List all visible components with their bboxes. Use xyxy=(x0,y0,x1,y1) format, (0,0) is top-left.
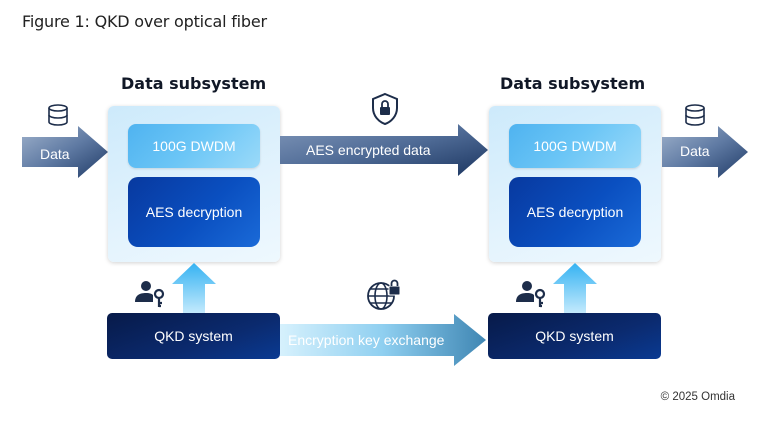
left-key-up-arrow xyxy=(172,263,216,315)
right-dwdm-label: 100G DWDM xyxy=(533,138,617,154)
key-exchange-label: Encryption key exchange xyxy=(288,332,445,348)
aes-encrypted-data-label: AES encrypted data xyxy=(306,142,431,158)
right-subsystem-title: Data subsystem xyxy=(500,74,646,93)
right-qkd-label: QKD system xyxy=(535,328,614,344)
figure-title: Figure 1: QKD over optical fiber xyxy=(22,12,267,31)
right-qkd-system: QKD system xyxy=(488,313,661,359)
left-qkd-system: QKD system xyxy=(107,313,280,359)
database-icon xyxy=(685,104,705,126)
left-user-key-icon xyxy=(135,281,165,308)
right-dwdm-box: 100G DWDM xyxy=(509,124,641,168)
database-icon xyxy=(48,104,68,126)
left-dwdm-label: 100G DWDM xyxy=(152,138,236,154)
left-aes-decryption-box: AES decryption xyxy=(128,177,260,247)
left-aes-label: AES decryption xyxy=(145,204,243,220)
key-exchange-arrow xyxy=(280,314,486,366)
data-in-label: Data xyxy=(40,146,70,162)
right-key-up-arrow xyxy=(553,263,597,315)
left-subsystem-title: Data subsystem xyxy=(121,74,267,93)
data-out-label: Data xyxy=(680,143,710,159)
right-aes-label: AES decryption xyxy=(526,204,624,220)
shield-lock-icon xyxy=(372,92,398,126)
aes-encrypted-data-arrow xyxy=(280,124,488,176)
copyright-notice: © 2025 Omdia xyxy=(660,391,735,403)
data-out-arrow xyxy=(662,126,748,178)
left-dwdm-box: 100G DWDM xyxy=(128,124,260,168)
left-qkd-label: QKD system xyxy=(154,328,233,344)
data-in-arrow xyxy=(22,126,108,178)
right-aes-decryption-box: AES decryption xyxy=(509,177,641,247)
right-user-key-icon xyxy=(516,281,546,308)
globe-lock-icon xyxy=(367,279,401,310)
